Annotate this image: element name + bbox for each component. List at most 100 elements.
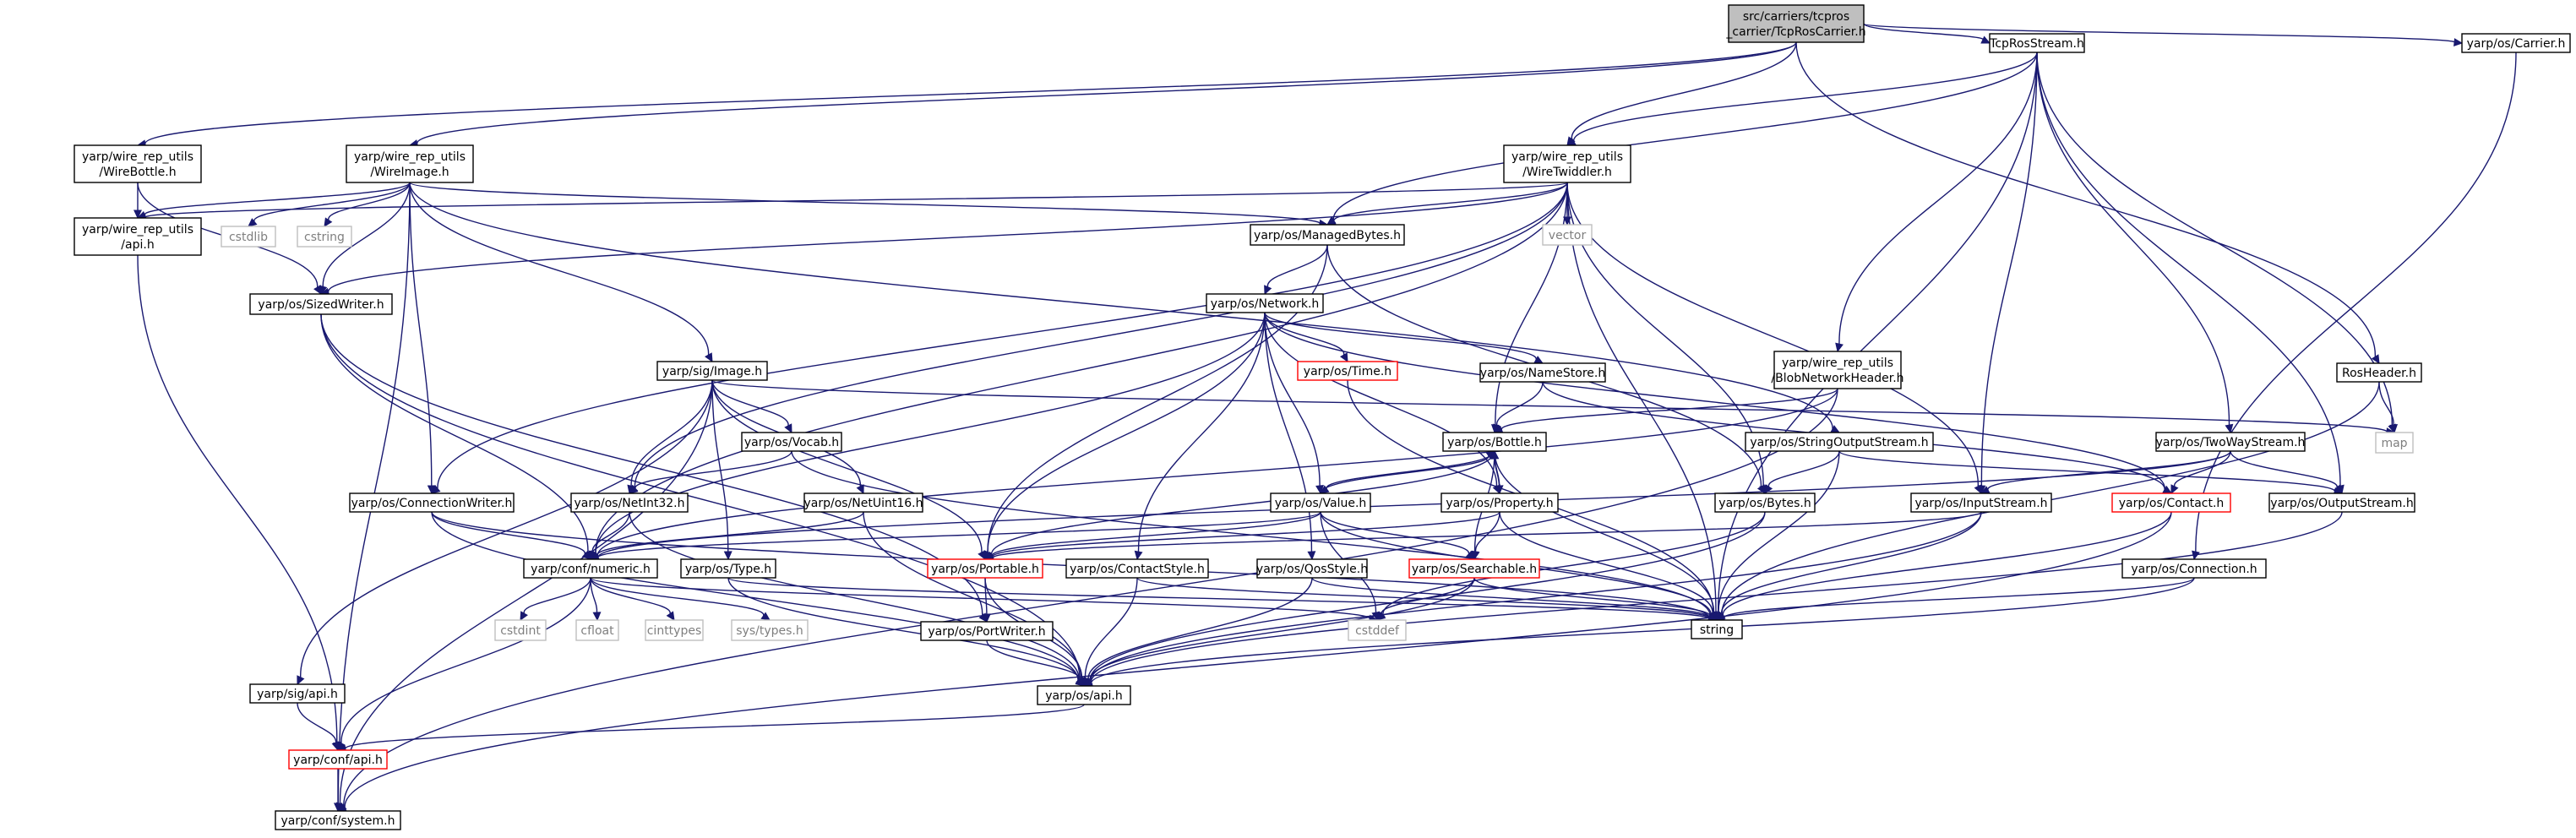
edge-line	[630, 379, 713, 487]
node-contact[interactable]: yarp/os/Contact.h	[2111, 492, 2231, 513]
edge-qosstyle-to-string	[1311, 577, 1718, 622]
node-wireapi[interactable]: yarp/wire_rep_utils/api.h	[74, 217, 202, 256]
node-label: yarp/os/StringOutputStream.h	[1750, 436, 1928, 449]
node-string[interactable]: string	[1691, 619, 1743, 639]
node-box	[1440, 492, 1559, 513]
node-searchable[interactable]: yarp/os/Searchable.h	[1408, 558, 1540, 579]
arrowhead	[1339, 352, 1348, 363]
edge-wirebottle-to-wireapi	[133, 182, 142, 220]
node-outputstream[interactable]: yarp/os/OutputStream.h	[2268, 492, 2415, 513]
node-cinttypes[interactable]: cinttypes	[645, 619, 704, 641]
node-label: yarp/os/Type.h	[685, 563, 771, 576]
node-box	[1479, 362, 1606, 383]
edge-portwriter-to-osapi	[986, 639, 1085, 687]
node-box	[74, 144, 202, 183]
node-netuint16[interactable]: yarp/os/NetUint16.h	[803, 492, 923, 513]
node-wireimage[interactable]: yarp/wire_rep_utils/WireImage.h	[346, 144, 474, 183]
node-bytes[interactable]: yarp/os/Bytes.h	[1714, 492, 1816, 513]
node-system[interactable]: yarp/conf/system.h	[275, 810, 401, 830]
edge-line	[345, 704, 1085, 750]
node-type[interactable]: yarp/os/Type.h	[680, 558, 776, 579]
node-portwriter[interactable]: yarp/os/PortWriter.h	[920, 621, 1054, 641]
edge-line	[1496, 381, 1544, 426]
edge-property-to-searchable	[1471, 511, 1500, 561]
edge-line	[990, 450, 1495, 556]
node-carrier[interactable]: yarp/os/Carrier.h	[2461, 33, 2571, 53]
node-label: map	[2381, 437, 2407, 450]
edge-line	[2036, 52, 2230, 426]
edge-sizedwriter-to-numeric	[320, 313, 592, 561]
node-root[interactable]: src/carriers/tcpros_carrier/TcpRosCarrie…	[1725, 4, 1866, 43]
node-property[interactable]: yarp/os/Property.h	[1440, 492, 1559, 513]
edge-line	[343, 388, 1838, 807]
node-label: yarp/os/QosStyle.h	[1256, 563, 1368, 576]
node-tcprosstream[interactable]: TcpRosStream.h	[1989, 33, 2085, 53]
node-confapi[interactable]: yarp/conf/api.h	[288, 749, 388, 770]
node-numeric[interactable]: yarp/conf/numeric.h	[523, 558, 658, 579]
edge-line	[727, 577, 1710, 620]
node-vocab[interactable]: yarp/os/Vocab.h	[741, 432, 842, 452]
edge-line	[417, 41, 1797, 144]
arrowhead	[666, 611, 675, 621]
node-inputstream[interactable]: yarp/os/InputStream.h	[1910, 492, 2052, 513]
node-value[interactable]: yarp/os/Value.h	[1270, 492, 1371, 513]
node-cstdint[interactable]: cstdint	[494, 619, 547, 641]
node-netint32[interactable]: yarp/os/NetInt32.h	[570, 492, 689, 513]
edge-vocab-to-netint32	[629, 450, 792, 494]
node-rosheader[interactable]: RosHeader.h	[2336, 362, 2422, 383]
node-twoway[interactable]: yarp/os/TwoWayStream.h	[2155, 432, 2306, 452]
node-bottle[interactable]: yarp/os/Bottle.h	[1442, 432, 1547, 452]
node-managedbytes[interactable]: yarp/os/ManagedBytes.h	[1250, 224, 1405, 246]
node-cstddef[interactable]: cstddef	[1348, 619, 1407, 641]
node-connection[interactable]: yarp/os/Connection.h	[2121, 558, 2267, 579]
node-systypes[interactable]: sys/types.h	[731, 619, 809, 641]
edge-image-to-portable	[711, 379, 986, 561]
node-vector[interactable]: vector	[1542, 224, 1593, 246]
node-osapi[interactable]: yarp/os/api.h	[1037, 685, 1131, 705]
edge-line	[1332, 52, 2038, 220]
edge-outputstream-to-osapi	[1082, 511, 2343, 687]
node-map[interactable]: map	[2375, 432, 2414, 454]
node-connwriter[interactable]: yarp/os/ConnectionWriter.h	[349, 492, 515, 513]
node-blobnet[interactable]: yarp/wire_rep_utils/BlobNetworkHeader.h	[1771, 351, 1904, 389]
edge-twoway-to-outputstream	[2230, 450, 2343, 494]
node-sigapi[interactable]: yarp/sig/api.h	[249, 683, 346, 704]
node-cfloat[interactable]: cfloat	[575, 619, 619, 641]
node-sizedwriter[interactable]: yarp/os/SizedWriter.h	[249, 293, 393, 315]
node-label: yarp/os/Time.h	[1304, 365, 1391, 378]
node-cstring[interactable]: cstring	[297, 226, 352, 248]
node-box	[1714, 492, 1816, 513]
node-image[interactable]: yarp/sig/Image.h	[656, 361, 768, 381]
edge-line	[1838, 52, 2038, 345]
edge-root-to-tcprosstream	[1863, 23, 1991, 44]
edge-property-to-portable	[983, 511, 1500, 562]
arrowhead	[581, 550, 591, 560]
node-wiretwiddler[interactable]: yarp/wire_rep_utils/WireTwiddler.h	[1503, 144, 1631, 183]
arrowhead	[1835, 342, 1844, 353]
node-time[interactable]: yarp/os/Time.h	[1297, 361, 1398, 381]
edge-sigapi-to-confapi	[297, 702, 340, 752]
edge-line	[590, 577, 765, 617]
edge-line	[590, 577, 1370, 620]
nodes-layer: src/carriers/tcpros_carrier/TcpRosCarrie…	[74, 4, 2571, 830]
node-network[interactable]: yarp/os/Network.h	[1206, 293, 1324, 313]
node-box	[2111, 492, 2231, 513]
arrowhead	[856, 484, 864, 495]
node-box	[1037, 685, 1131, 705]
edge-tcprosstream-to-string	[1713, 52, 2038, 622]
node-cstdlib[interactable]: cstdlib	[221, 226, 276, 248]
node-portable[interactable]: yarp/os/Portable.h	[927, 558, 1043, 579]
node-contactstyle[interactable]: yarp/os/ContactStyle.h	[1065, 558, 1209, 579]
node-box	[570, 492, 689, 513]
edge-line	[431, 511, 1079, 682]
node-label: yarp/os/SizedWriter.h	[258, 298, 384, 312]
node-label: yarp/os/NetInt32.h	[574, 497, 684, 510]
node-label: yarp/wire_rep_utils	[354, 150, 466, 164]
node-namestore[interactable]: yarp/os/NameStore.h	[1479, 362, 1606, 383]
node-label: /WireImage.h	[370, 166, 449, 179]
node-stringoutput[interactable]: yarp/os/StringOutputStream.h	[1745, 432, 1934, 452]
node-box	[1773, 351, 1902, 389]
edge-line	[1326, 450, 1495, 490]
node-wirebottle[interactable]: yarp/wire_rep_utils/WireBottle.h	[74, 144, 202, 183]
node-qosstyle[interactable]: yarp/os/QosStyle.h	[1256, 558, 1368, 579]
